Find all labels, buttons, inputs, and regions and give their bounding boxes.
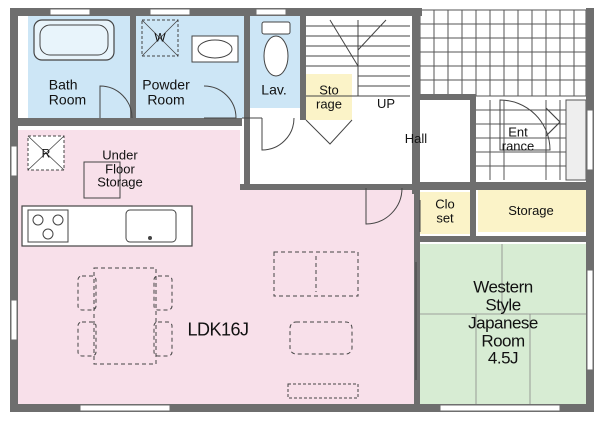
powder-room-floor bbox=[136, 16, 244, 118]
bathtub-inner bbox=[39, 24, 109, 56]
under-floor-hatch bbox=[83, 161, 121, 199]
stair-treads bbox=[306, 19, 410, 97]
small-storage-label: Sto rage bbox=[315, 82, 343, 111]
bath-room-label: Bath Room bbox=[48, 76, 87, 107]
storage-label: Storage bbox=[508, 203, 554, 219]
tatami-lines bbox=[420, 244, 586, 404]
lavatory-label: Lav. bbox=[261, 81, 287, 98]
coffee-table bbox=[289, 321, 353, 355]
toilet-tank bbox=[261, 21, 291, 35]
closet-label: Clo set bbox=[435, 196, 455, 225]
dining-chairs bbox=[77, 275, 173, 357]
entrance-step bbox=[565, 99, 587, 181]
tv-board bbox=[287, 383, 359, 399]
fridge-mark: R bbox=[41, 146, 51, 161]
kitchen-counter bbox=[21, 205, 193, 247]
windows bbox=[10, 8, 594, 412]
hall-label: Hall bbox=[404, 131, 428, 147]
entrance-arrow-icon bbox=[545, 107, 561, 137]
washer-mark: W bbox=[154, 30, 166, 45]
ldk-floor bbox=[18, 130, 414, 404]
bathtub bbox=[33, 19, 115, 61]
western-room-floor bbox=[420, 244, 586, 404]
ldk-label: LDK16J bbox=[187, 319, 249, 340]
entrance-label: Ent rance bbox=[501, 124, 535, 153]
small-storage-floor bbox=[306, 74, 352, 120]
toilet-bowl bbox=[263, 35, 289, 77]
sofa bbox=[273, 251, 359, 297]
washer bbox=[141, 19, 179, 57]
dining-table bbox=[93, 267, 157, 365]
storage-floor bbox=[478, 190, 586, 232]
under-floor-storage-label: Under Floor Storage bbox=[97, 147, 143, 190]
doors bbox=[99, 85, 551, 380]
powder-room-label: Powder Room bbox=[142, 76, 190, 107]
entrance-grid bbox=[419, 9, 587, 97]
up-label: UP bbox=[376, 96, 396, 112]
closet-floor bbox=[420, 192, 470, 234]
western-room-label: Western Style Japanese Room 4.5J bbox=[468, 277, 538, 368]
stove-icon bbox=[27, 209, 69, 243]
kitchen-sink bbox=[125, 209, 177, 243]
